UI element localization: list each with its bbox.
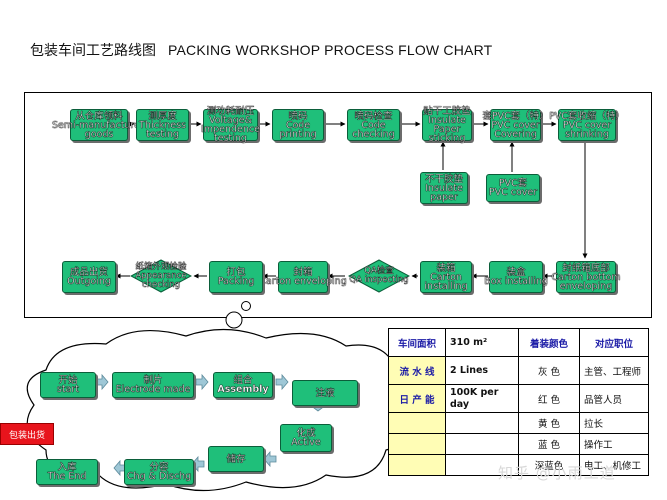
workshop-info-table: 车间面积 310 m² 着装颜色 对应职位 流 水 线 2 Lines 灰 色 … [388,328,649,476]
ship-badge: 包装出货 [0,423,54,445]
table-row: 蓝 色 操作工 [388,433,649,455]
cycle-arrow-5 [263,450,277,468]
cycle-arrow-6 [191,455,205,473]
step-outgoing: 成品出货 Outgoing [62,261,116,293]
cycle-assembly: 组合 Assembly [213,372,273,398]
step-carton-enveloping: 封箱 Carton enveloping [259,261,347,293]
step-semi-goods: 从仓库领料 Semi-manufactured goods [51,109,147,141]
step-carton-installing: 装箱 Carton installing [420,261,472,293]
step-code-printing: 喷码 Code printing [272,109,324,141]
cycle-storage: 储存 [208,446,264,472]
step-qa-inspecting: QA检查 QA inspecting [348,259,410,293]
step-code-checking: 喷码检查 Code checking [347,109,400,141]
table-row: 日 产 能 100K per day 红 色 品管人员 [388,384,649,413]
cycle-arrow-1 [95,373,109,391]
step-packing: 打包 Packing [209,261,263,293]
cycle-arrow-3 [275,373,289,391]
step-box-installing: 装盒 Box installing [484,261,548,293]
step-thickness-testing: 测厚度 Thickness testing [136,109,189,141]
title-cn: 包装车间工艺路线图 [30,43,156,59]
step-carton-bottom-enveloping: 封纸箱底部 Carton bottom enveloping [551,261,621,293]
cycle-electrode-made: 制片 Electrode made [112,372,194,398]
cycle-the-end: 入库 The End [36,459,98,485]
cycle-inject: 注液 [292,380,358,406]
packing-flow-frame [24,92,652,318]
table-row: 深蓝色 电工、机修工 [388,454,649,476]
cycle-chg-dischg: 分容 Chg & Dischg [124,459,194,485]
table-header-row: 车间面积 310 m² 着装颜色 对应职位 [388,328,649,357]
title-en: PACKING WORKSHOP PROCESS FLOW CHART [168,42,493,58]
step-appearance-checking: 纸箱外观检验 Appearance checking [130,259,192,293]
input-pvc-cover: PVC套 PVC cover [486,174,540,202]
table-row: 黄 色 拉长 [388,412,649,434]
page-title: 包装车间工艺路线图 PACKING WORKSHOP PROCESS FLOW C… [30,40,492,60]
cycle-start: 开始 start [40,372,96,398]
cycle-arrow-2 [195,373,209,391]
input-insulate-paper: 不干胶垫 Insulate paper [420,172,468,204]
step-insulate-paper-sticking: 贴干工胶垫 Insulate Paper sticking [422,106,472,144]
watermark: 知乎 @小雨工道 [498,464,616,482]
step-pvc-covering: 套PVC套（特） PVC cover Covering [482,109,549,141]
cycle-active: 化成 Active [280,424,332,452]
step-pvc-shrinking: PVC套收缩（特） PVC cover shrinking [549,109,625,141]
step-voltage-testing: 测功耗耐压 Voltage& Impendence testing [201,106,260,144]
table-row: 流 水 线 2 Lines 灰 色 主管、工程师 [388,356,649,385]
